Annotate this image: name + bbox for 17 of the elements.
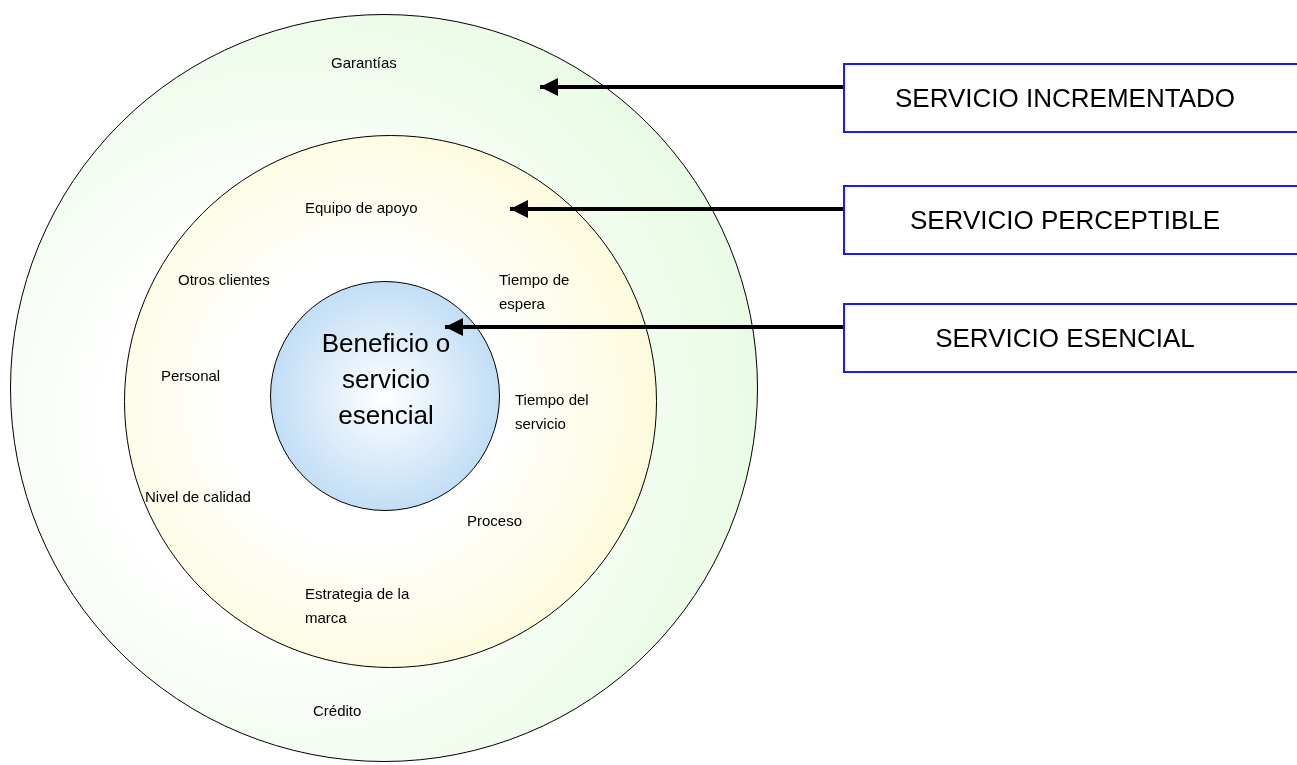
ring-label: Tiempo del servicio (515, 390, 590, 434)
ring-label: Proceso (467, 511, 523, 531)
ring-label: Tiempo de espera (499, 270, 571, 314)
service-level-box: SERVICIO ESENCIAL (843, 303, 1297, 373)
ring-label: Personal (161, 366, 221, 386)
service-level-box: SERVICIO INCREMENTADO (843, 63, 1297, 133)
ring-label: Nivel de calidad (145, 487, 251, 507)
service-level-box: SERVICIO PERCEPTIBLE (843, 185, 1297, 255)
ring-label: Equipo de apoyo (305, 198, 418, 218)
ring-label: Estrategia de la marca (305, 584, 411, 628)
ring-label: Garantías (331, 53, 397, 73)
arrow (540, 78, 843, 96)
arrow (445, 318, 843, 336)
ring-label: Otros clientes (178, 270, 270, 290)
ring-label: Crédito (313, 701, 362, 721)
core-label: Beneficio o servicio esencial (321, 327, 451, 432)
arrow (510, 200, 843, 218)
